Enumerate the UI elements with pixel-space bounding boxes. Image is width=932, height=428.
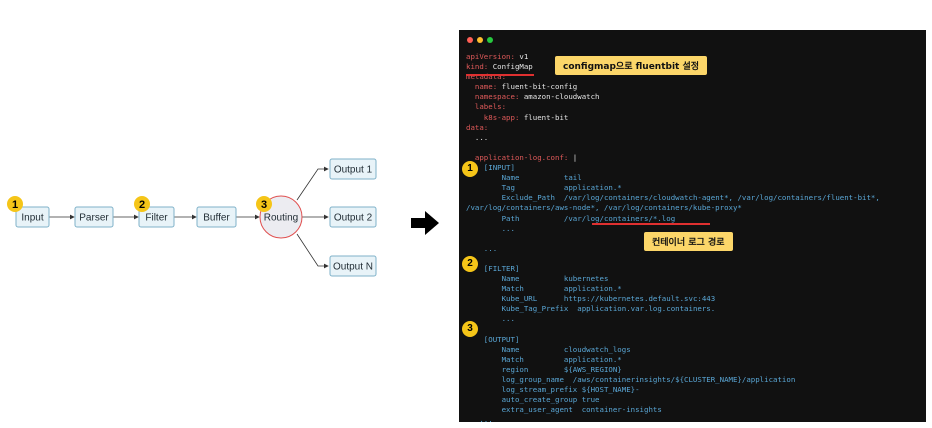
node-output-1: Output 1 <box>329 158 377 180</box>
code-token: Kube_URL <box>466 294 538 304</box>
code-token: Name <box>466 344 520 354</box>
output-badge: 3 <box>462 321 478 337</box>
code-token: k8s-app: <box>466 112 520 122</box>
code-token: ConfigMap <box>488 62 533 72</box>
code-token: Name <box>466 274 520 284</box>
code-token: labels: <box>466 102 507 112</box>
code-token: Match <box>466 354 524 364</box>
node-input: Input <box>15 206 50 228</box>
code-token: /var/log/containers/aws-node*, /var/log/… <box>466 203 742 213</box>
code-token: amazon-cloudwatch <box>519 92 600 102</box>
code-token: ... <box>466 415 493 422</box>
badge-2: 2 <box>134 196 150 212</box>
code-token: application.* <box>563 284 622 294</box>
right-arrow-icon <box>411 211 439 235</box>
code-token: application.* <box>563 354 622 364</box>
badge-1: 1 <box>7 196 23 212</box>
kind-underline <box>466 74 534 76</box>
configmap-yaml: apiVersion: v1 kind: ConfigMap metadata:… <box>466 52 880 422</box>
code-token: Path <box>466 213 520 223</box>
code-token: true <box>581 395 600 405</box>
badge-3-text: 3 <box>261 199 267 211</box>
code-token: namespace: <box>466 92 520 102</box>
code-token: /var/log/containers/*.log <box>563 213 676 223</box>
code-token: cloudwatch_logs <box>563 344 631 354</box>
callout-configmap: configmap으로 fluentbit 설정 <box>555 56 708 75</box>
node-output-2: Output 2 <box>329 206 377 228</box>
node-input-label: Input <box>21 213 43 224</box>
code-token: name: <box>466 82 498 92</box>
window-minimize-dot <box>477 37 483 43</box>
node-buffer-label: Buffer <box>203 213 230 224</box>
callout-container-log-path: 컨테이너 로그 경로 <box>644 232 733 251</box>
code-token: apiVersion: <box>466 52 515 61</box>
code-token: [FILTER] <box>466 263 520 273</box>
code-token: Name <box>466 173 520 183</box>
code-token: application.* <box>563 183 622 193</box>
code-token: application.var.log.containers. <box>577 304 716 314</box>
code-token: fluent-bit-config <box>497 82 578 92</box>
code-token: ... <box>466 314 515 324</box>
node-buffer: Buffer <box>196 206 237 228</box>
code-token: log_stream_prefix <box>466 385 578 395</box>
code-token: [INPUT] <box>466 163 515 173</box>
badge-3: 3 <box>256 196 272 212</box>
code-token: container-insights <box>581 405 662 415</box>
code-token: tail <box>563 173 582 183</box>
node-output-1-label: Output 1 <box>334 165 373 176</box>
code-token: kind: <box>466 62 489 72</box>
path-underline <box>592 223 710 225</box>
code-token: Match <box>466 284 524 294</box>
code-token: ... <box>466 223 515 233</box>
code-token: fluent-bit <box>519 112 569 122</box>
node-parser-label: Parser <box>79 213 109 224</box>
configmap-terminal: apiVersion: v1 kind: ConfigMap metadata:… <box>459 30 926 422</box>
window-maximize-dot <box>487 37 493 43</box>
code-token: [OUTPUT] <box>466 334 520 344</box>
code-token: ${HOST_NAME}- <box>581 385 640 395</box>
code-token: Kube_Tag_Prefix <box>466 304 569 314</box>
code-token: application-log.conf: <box>466 152 569 162</box>
node-output-n: Output N <box>329 255 377 277</box>
code-token: Tag <box>466 183 515 193</box>
code-token: /var/log/containers/cloudwatch-agent*, /… <box>563 193 880 203</box>
code-token: extra_user_agent <box>466 405 573 415</box>
code-token: kubernetes <box>563 274 609 284</box>
code-token: ... <box>466 132 489 142</box>
pipeline-connectors <box>49 166 329 269</box>
code-token: ${AWS_REGION} <box>563 364 622 374</box>
code-token: | <box>568 152 578 162</box>
node-output-n-label: Output N <box>333 262 373 273</box>
code-token: Exclude_Path <box>466 193 555 203</box>
code-token: metadata: <box>466 72 507 82</box>
window-close-dot <box>467 37 473 43</box>
node-filter-label: Filter <box>145 213 168 224</box>
code-token: v1 <box>514 52 529 61</box>
badge-1-text: 1 <box>12 199 18 211</box>
code-token: auto_create_group <box>466 395 578 405</box>
code-token: https://kubernetes.default.svc:443 <box>563 294 716 304</box>
badge-2-text: 2 <box>139 199 145 211</box>
node-parser: Parser <box>74 206 114 228</box>
code-token: ... <box>466 243 498 253</box>
code-token: region <box>466 364 529 374</box>
code-token: data: <box>466 122 489 132</box>
input-badge: 1 <box>462 161 478 177</box>
filter-badge: 2 <box>462 256 478 272</box>
code-token: /aws/containerinsights/${CLUSTER_NAME}/a… <box>572 375 796 384</box>
node-output-2-label: Output 2 <box>334 213 373 224</box>
code-token: log_group_name <box>466 375 564 384</box>
node-routing-label: Routing <box>264 213 298 224</box>
node-filter: Filter <box>138 206 175 228</box>
